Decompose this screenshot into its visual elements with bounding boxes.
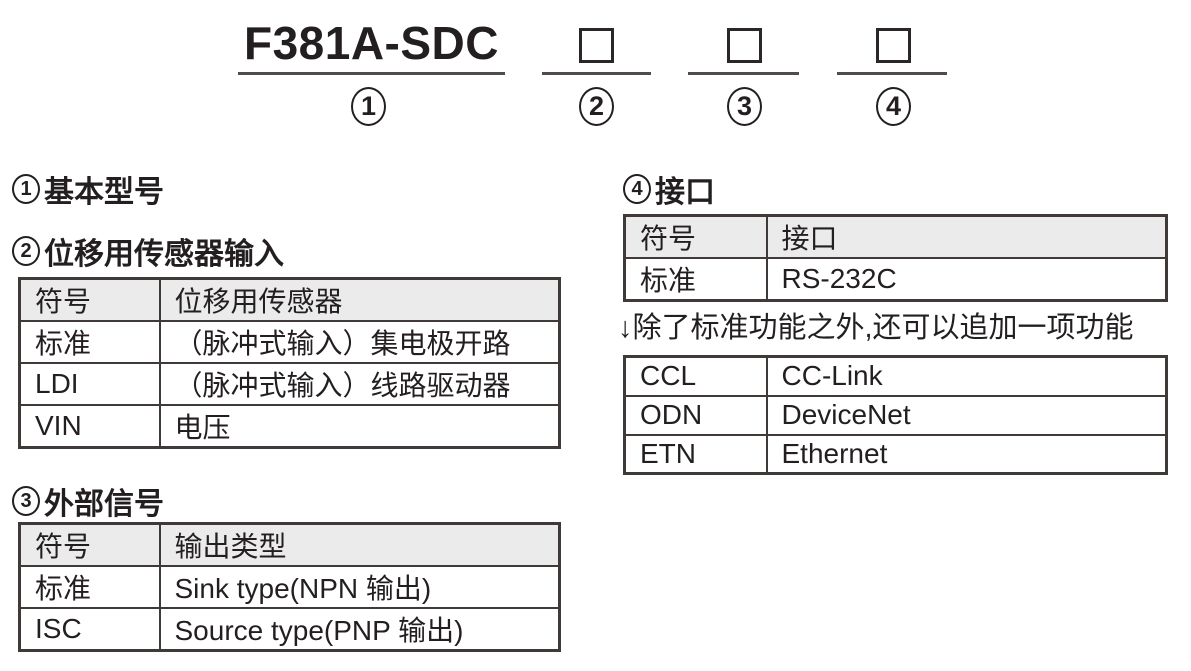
symbol-cell: 标准 [18, 565, 161, 609]
section4-number-icon: 4 [623, 174, 651, 204]
symbol-cell: CCL [623, 355, 768, 397]
option4-placeholder-box [876, 28, 911, 63]
section3-title: 外部信号 [44, 488, 164, 521]
table-row: LDI （脉冲式输入）线路驱动器 [18, 362, 561, 406]
option3-placeholder-box [727, 28, 762, 63]
section3-number-icon: 3 [12, 486, 40, 516]
symbol-cell: ETN [623, 433, 768, 475]
option2-placeholder-box [579, 28, 614, 63]
addon-function-table: CCL CC-Link ODN DeviceNet ETN Ethernet [623, 355, 1168, 475]
circled-number-3: 3 [727, 87, 762, 126]
section1-heading: 1 基本型号 [12, 167, 164, 211]
value-cell: （脉冲式输入）集电极开路 [158, 320, 561, 364]
value-cell: Source type(PNP 输出) [158, 607, 561, 652]
table-row: VIN 电压 [18, 404, 561, 449]
option3-underline [688, 72, 799, 75]
table-header-row: 符号 位移用传感器 [18, 277, 561, 322]
symbol-cell: 标准 [623, 257, 768, 302]
table-row: 标准 （脉冲式输入）集电极开路 [18, 320, 561, 364]
symbol-cell: LDI [18, 362, 161, 406]
base-code-underline [238, 72, 505, 75]
symbol-cell: 标准 [18, 320, 161, 364]
option2-underline [542, 72, 651, 75]
section2-heading: 2 位移用传感器输入 [12, 229, 284, 273]
circled-number-1: 1 [351, 87, 386, 126]
table-header-row: 符号 输出类型 [18, 522, 561, 567]
external-signal-table: 符号 输出类型 标准 Sink type(NPN 输出) ISC Source … [18, 522, 561, 652]
value-cell: DeviceNet [765, 394, 1168, 436]
option4-underline [837, 72, 947, 75]
symbol-cell: ODN [623, 394, 768, 436]
value-cell: Sink type(NPN 输出) [158, 565, 561, 609]
section1-title: 基本型号 [44, 176, 164, 209]
section1-number-icon: 1 [12, 174, 40, 204]
table-row: ETN Ethernet [623, 433, 1168, 475]
section2-title: 位移用传感器输入 [44, 238, 284, 271]
value-cell: 电压 [158, 404, 561, 449]
header-cell-symbol: 符号 [18, 522, 161, 567]
displacement-sensor-table: 符号 位移用传感器 标准 （脉冲式输入）集电极开路 LDI （脉冲式输入）线路驱… [18, 277, 561, 449]
addon-note: ↓除了标准功能之外,还可以追加一项功能 [618, 312, 1134, 344]
table-row: CCL CC-Link [623, 355, 1168, 397]
model-base-code: F381A-SDC [243, 17, 499, 69]
symbol-cell: ISC [18, 607, 161, 652]
table-row: ISC Source type(PNP 输出) [18, 607, 561, 652]
header-cell-interface: 接口 [765, 214, 1168, 259]
section2-number-icon: 2 [12, 236, 40, 266]
table-row: 标准 Sink type(NPN 输出) [18, 565, 561, 609]
value-cell: （脉冲式输入）线路驱动器 [158, 362, 561, 406]
table-row: 标准 RS-232C [623, 257, 1168, 302]
table-header-row: 符号 接口 [623, 214, 1168, 259]
section4-title: 接口 [655, 176, 715, 209]
symbol-cell: VIN [18, 404, 161, 449]
circled-number-4: 4 [876, 87, 911, 126]
header-cell-symbol: 符号 [18, 277, 161, 322]
circled-number-2: 2 [579, 87, 614, 126]
value-cell: CC-Link [765, 355, 1168, 397]
table-row: ODN DeviceNet [623, 394, 1168, 436]
header-cell-output-type: 输出类型 [158, 522, 561, 567]
value-cell: Ethernet [765, 433, 1168, 475]
value-cell: RS-232C [765, 257, 1168, 302]
section3-heading: 3 外部信号 [12, 479, 164, 523]
header-cell-sensor: 位移用传感器 [158, 277, 561, 322]
header-cell-symbol: 符号 [623, 214, 768, 259]
section4-heading: 4 接口 [623, 167, 715, 211]
interface-table: 符号 接口 标准 RS-232C [623, 214, 1168, 302]
